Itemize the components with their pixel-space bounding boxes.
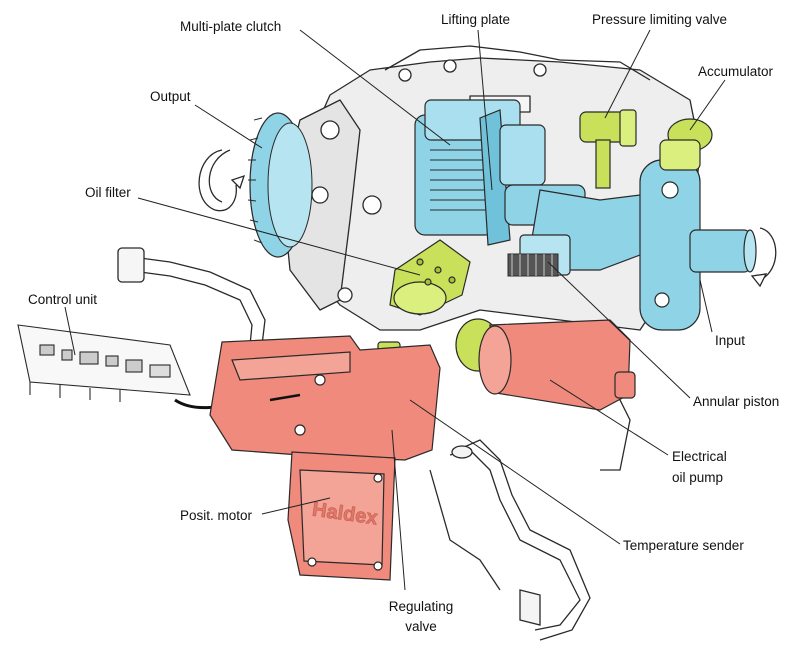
output-flange xyxy=(247,112,313,258)
leader-oil-filter xyxy=(137,197,421,276)
label-oil-filter: Oil filter xyxy=(85,185,131,200)
leader-multi-plate-clutch xyxy=(299,29,451,146)
leader-electrical-oil-pump xyxy=(549,379,669,456)
label-regulating-valve-line1: Regulating xyxy=(388,599,454,614)
label-regulating-valve-line2: valve xyxy=(405,619,437,634)
label-annular-piston: Annular piston xyxy=(693,394,780,409)
leader-accumulator xyxy=(689,79,726,131)
leader-posit-motor xyxy=(261,497,331,515)
label-electrical-oil-pump-line1: Electrical xyxy=(672,449,727,464)
control-unit-board xyxy=(17,324,191,402)
leader-output xyxy=(194,104,263,149)
input-shaft xyxy=(689,229,757,273)
output-rotation-arrow xyxy=(198,149,246,212)
annular-piston-gear xyxy=(507,253,559,277)
label-lifting-plate: Lifting plate xyxy=(441,12,511,27)
input-rotation-arrow xyxy=(750,227,777,288)
leader-annular-piston xyxy=(547,261,691,399)
label-pressure-limiting-valve: Pressure limiting valve xyxy=(592,12,728,27)
label-electrical-oil-pump-line2: oil pump xyxy=(672,470,724,485)
label-accumulator: Accumulator xyxy=(698,64,774,79)
label-regulating-valve: Regulating valve xyxy=(376,598,466,635)
oil-filter xyxy=(389,239,471,316)
label-multi-plate-clutch: Multi-plate clutch xyxy=(180,19,282,34)
label-control-unit: Control unit xyxy=(28,292,98,307)
leader-lifting-plate xyxy=(477,29,493,191)
valve-block xyxy=(209,335,441,461)
positioning-motor: Haldex xyxy=(287,451,396,581)
accumulator xyxy=(659,118,713,171)
leader-regulating-valve xyxy=(391,429,406,591)
electrical-oil-pump xyxy=(478,319,636,411)
leader-control-unit xyxy=(64,306,76,356)
piston-housing xyxy=(519,159,701,331)
pressure-limiting-valve xyxy=(579,109,637,189)
label-input: Input xyxy=(715,333,746,348)
leader-input xyxy=(699,279,713,333)
label-temperature-sender: Temperature sender xyxy=(623,538,744,553)
leader-pressure-limiting-valve xyxy=(604,29,651,119)
label-electrical-oil-pump: Electrical oil pump xyxy=(672,448,727,486)
leader-temperature-sender xyxy=(409,399,621,545)
label-posit-motor: Posit. motor xyxy=(180,508,253,523)
return-pipe xyxy=(429,329,631,641)
leader-lines xyxy=(64,29,726,591)
label-output: Output xyxy=(150,89,191,104)
